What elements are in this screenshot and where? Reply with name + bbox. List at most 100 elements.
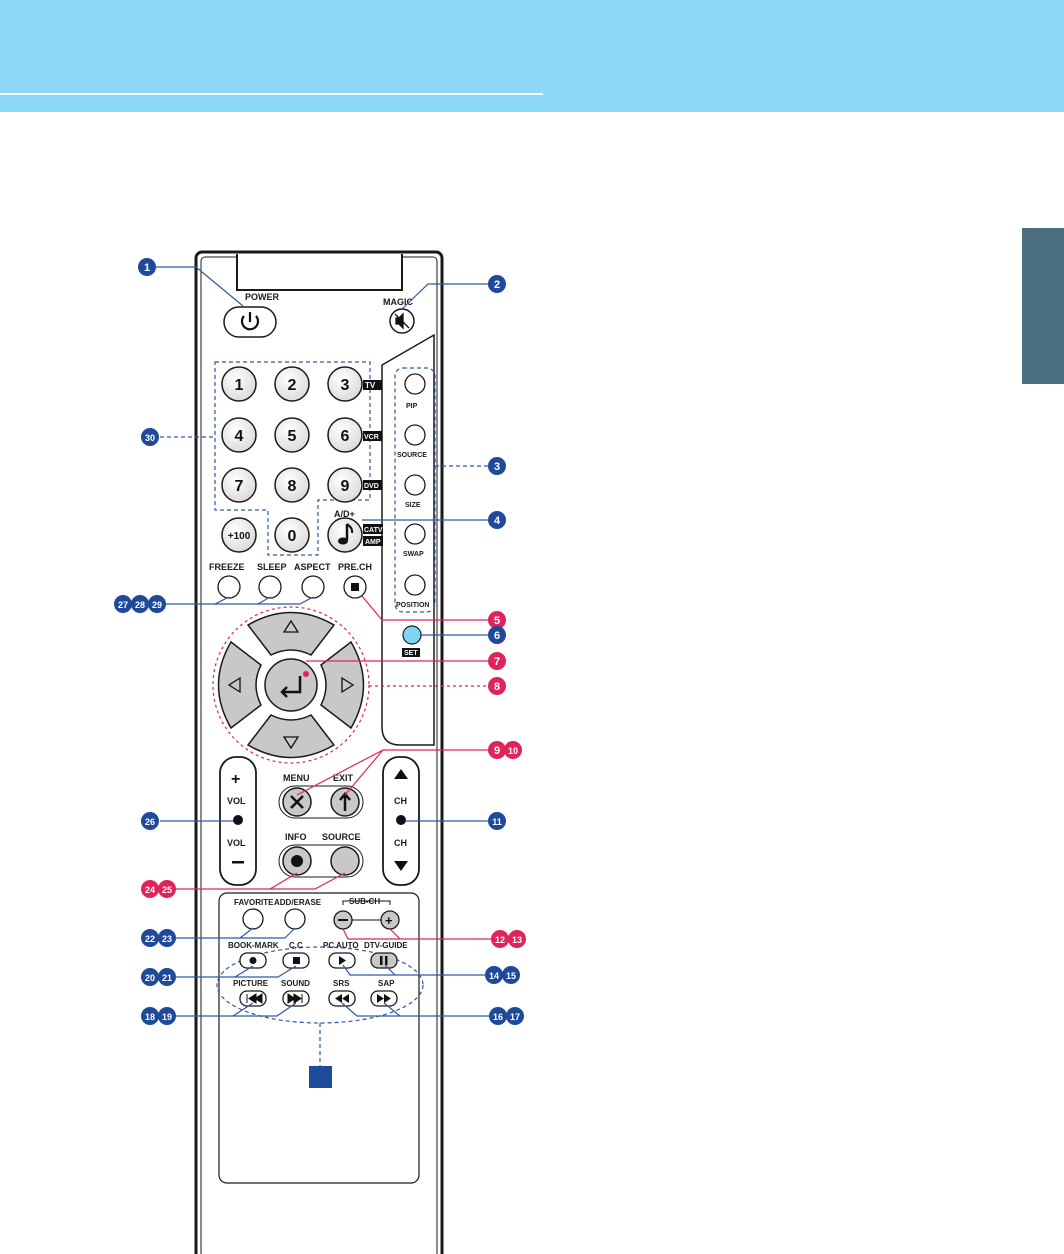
enter-button[interactable] — [264, 658, 318, 712]
callout-28: 28 — [131, 595, 149, 613]
add-erase-button[interactable] — [284, 908, 306, 930]
aspect-button[interactable] — [301, 575, 325, 599]
side-buttons-boundary — [394, 367, 436, 613]
function-row: FREEZE SLEEP ASPECT PRE.CH — [209, 562, 372, 599]
digit-button[interactable] — [221, 467, 257, 503]
digit-button[interactable] — [327, 417, 363, 453]
callout-number: 7 — [494, 656, 500, 668]
source-side-button[interactable] — [404, 424, 426, 446]
nav-up-button[interactable] — [246, 611, 336, 656]
digit-label: 1 — [235, 377, 244, 394]
pc-auto-label: PC AUTO — [323, 941, 359, 950]
rewind-icon — [335, 994, 349, 1003]
leader-lines — [156, 266, 492, 1017]
ad-plus-button[interactable] — [327, 517, 363, 553]
digit-button[interactable] — [274, 517, 310, 553]
digit-label: 5 — [288, 428, 297, 445]
digit-button[interactable] — [327, 366, 363, 402]
callout-number: 29 — [152, 600, 162, 610]
callout-number: 13 — [512, 935, 522, 945]
digit-label: 9 — [341, 478, 350, 495]
callout-8: 8 — [488, 677, 506, 695]
digit-button[interactable] — [274, 467, 310, 503]
freeze-button[interactable] — [217, 575, 241, 599]
play-icon — [339, 956, 346, 965]
power-label: POWER — [245, 292, 280, 302]
callout-4: 4 — [488, 511, 506, 529]
side-chapter-tab — [1022, 228, 1064, 384]
digit-label: 8 — [288, 478, 297, 495]
digit-label: +100 — [228, 531, 251, 542]
blue-marker-square — [309, 1066, 332, 1088]
music-note-icon — [338, 523, 354, 545]
digit-label: 3 — [341, 377, 350, 394]
callout-number: 24 — [145, 885, 155, 895]
callout-17: 17 — [506, 1007, 524, 1025]
callout-11: 11 — [488, 812, 506, 830]
digit-label: 7 — [235, 478, 244, 495]
amp-tag: AMP — [365, 539, 381, 546]
exit-arrow-icon — [339, 792, 351, 811]
arrow-down-icon — [282, 736, 300, 750]
callout-19: 19 — [158, 1007, 176, 1025]
callout-5: 5 — [488, 611, 506, 629]
callout-number: 11 — [492, 817, 502, 827]
transport-boundary — [216, 946, 424, 1024]
position-label: POSITION — [396, 602, 429, 609]
callout-number: 9 — [494, 745, 500, 757]
position-button[interactable] — [404, 574, 426, 596]
ch-down-label: CH — [394, 838, 407, 848]
callout-14: 14 — [485, 966, 503, 984]
vol-plus-icon: + — [231, 771, 240, 788]
aspect-label: ASPECT — [294, 562, 331, 572]
close-icon — [290, 795, 304, 809]
power-group: POWER — [223, 292, 280, 338]
set-button[interactable] — [402, 625, 422, 645]
digit-button[interactable] — [327, 467, 363, 503]
info-label: INFO — [285, 832, 307, 842]
vol-minus-icon — [232, 861, 244, 864]
vcr-tag: VCR — [364, 434, 379, 441]
digit-button[interactable] — [274, 366, 310, 402]
callout-15: 15 — [502, 966, 520, 984]
digit-button[interactable] — [221, 417, 257, 453]
digit-button[interactable] — [221, 517, 257, 553]
callout-number: 28 — [135, 600, 145, 610]
callout-20: 20 — [141, 968, 159, 986]
size-button[interactable] — [404, 474, 426, 496]
callout-21: 21 — [158, 968, 176, 986]
digit-button[interactable] — [274, 417, 310, 453]
callout-number: 16 — [493, 1012, 503, 1022]
ch-up-icon — [394, 769, 408, 779]
dtv-guide-button[interactable] — [370, 952, 398, 969]
digit-button[interactable] — [221, 366, 257, 402]
ad-plus-group: A/D+ CATV AMP — [327, 509, 383, 553]
source-button[interactable] — [330, 846, 360, 876]
vol-up-label: VOL — [227, 796, 246, 806]
callout-number: 14 — [489, 971, 499, 981]
ch-rocker: CH CH — [382, 756, 420, 886]
favorite-row: FAVORITE ADD/ERASE SUB-CH + — [234, 897, 400, 930]
callout-23: 23 — [158, 929, 176, 947]
info-source-group: INFO SOURCE — [278, 832, 364, 878]
plus-icon: + — [385, 913, 393, 928]
pip-button[interactable] — [404, 373, 426, 395]
size-label: SIZE — [405, 502, 421, 509]
ch-dot — [396, 815, 406, 825]
callout-number: 19 — [162, 1012, 172, 1022]
callout-number: 3 — [494, 461, 500, 473]
swap-button[interactable] — [404, 523, 426, 545]
favorite-button[interactable] — [242, 908, 264, 930]
sound-label: SOUND — [281, 979, 310, 988]
nav-down-button[interactable] — [246, 714, 336, 759]
enter-icon — [280, 676, 302, 698]
digit-label: 4 — [235, 428, 244, 445]
minus-icon — [338, 919, 348, 921]
callout-26: 26 — [141, 812, 159, 830]
callout-number: 21 — [162, 973, 172, 983]
ch-down-icon — [394, 861, 408, 871]
nav-pad-boundary — [212, 606, 370, 764]
sleep-button[interactable] — [258, 575, 282, 599]
